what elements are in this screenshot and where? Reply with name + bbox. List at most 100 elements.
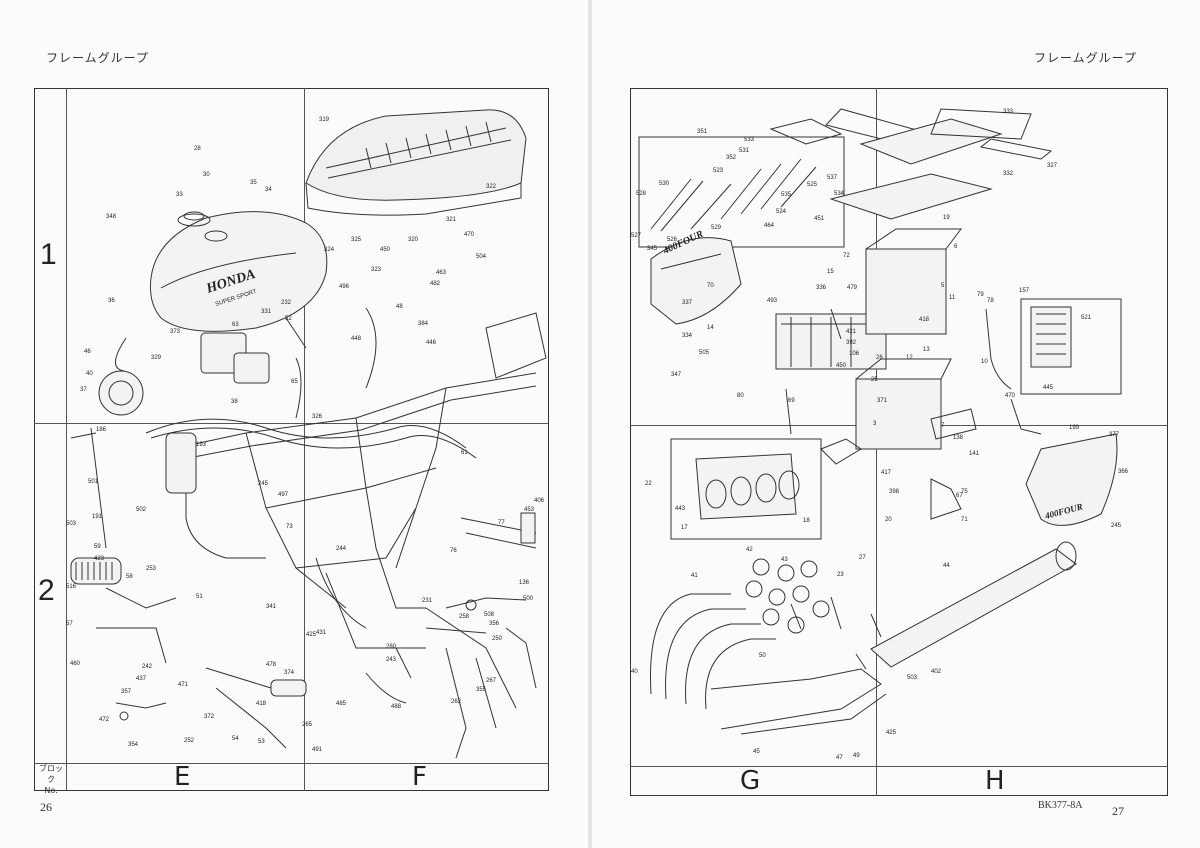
- part-callout: 40: [631, 669, 638, 675]
- part-callout: 3: [873, 421, 877, 427]
- part-callout: 354: [128, 742, 139, 748]
- part-callout: 431: [316, 630, 327, 636]
- part-callout: 252: [184, 738, 195, 744]
- part-callout: 524: [776, 209, 787, 215]
- part-callout: 525: [807, 182, 818, 188]
- part-callout: 533: [744, 137, 755, 143]
- part-callout: 280: [386, 644, 397, 650]
- part-callout: 437: [136, 676, 147, 682]
- part-callout: 345: [647, 246, 658, 252]
- part-callout: 13: [923, 347, 930, 353]
- part-callout: 485: [336, 701, 347, 707]
- collar-drawing: [745, 558, 830, 634]
- part-callout: 27: [859, 555, 866, 561]
- part-callout: 482: [430, 281, 441, 287]
- column-label-g: G: [740, 766, 761, 796]
- part-callout: 38: [231, 399, 238, 405]
- part-callout: 333: [1003, 109, 1014, 115]
- part-callout: 348: [106, 214, 117, 220]
- block-label: ブロック No.: [36, 763, 66, 796]
- left-row-divider: [34, 423, 549, 424]
- part-callout: 61: [461, 450, 468, 456]
- part-callout: 191: [92, 514, 103, 520]
- left-page-number: 26: [40, 800, 52, 814]
- part-callout: 70: [707, 283, 714, 289]
- part-callout: 463: [436, 270, 447, 276]
- left-page-header: フレームグループ: [46, 51, 149, 65]
- part-callout: 425: [886, 730, 897, 736]
- part-callout: 446: [426, 340, 437, 346]
- part-callout: 47: [836, 755, 843, 761]
- part-callout: 526: [667, 237, 678, 243]
- part-callout: 372: [204, 714, 215, 720]
- part-callout: 58: [126, 574, 133, 580]
- part-callout: 37: [80, 387, 87, 393]
- part-callout: 73: [286, 524, 293, 530]
- part-callout: 448: [351, 336, 362, 342]
- part-callout: 25: [871, 377, 878, 383]
- part-callout: 493: [767, 298, 778, 304]
- part-callout: 52: [285, 316, 292, 322]
- block-label-line1: ブロック: [39, 764, 63, 784]
- part-callout: 505: [699, 350, 710, 356]
- part-callout: 331: [261, 309, 272, 315]
- part-callout: 19: [943, 215, 950, 221]
- air-cleaner-drawing: [825, 108, 1053, 220]
- part-callout: 138: [953, 435, 964, 441]
- part-callout: 336: [816, 285, 827, 291]
- part-callout: 334: [682, 333, 693, 339]
- part-callout: 445: [1043, 385, 1054, 391]
- part-callout: 36: [108, 298, 115, 304]
- part-callout: 40: [86, 371, 93, 377]
- book-gutter: [588, 0, 592, 848]
- part-callout: 49: [853, 753, 860, 759]
- part-callout: 186: [96, 427, 107, 433]
- left-page: フレームグループ 1 2 ブロック No. E F 26: [0, 0, 589, 848]
- left-footer-divider: [34, 763, 549, 764]
- part-callout: 471: [178, 682, 189, 688]
- part-callout: 450: [380, 247, 391, 253]
- part-callout: 535: [781, 192, 792, 198]
- part-callout: 496: [339, 284, 350, 290]
- part-callout: 243: [386, 657, 397, 663]
- part-callout: 327: [1047, 163, 1058, 169]
- part-callout: 527: [631, 233, 642, 239]
- part-callout: 157: [1019, 288, 1030, 294]
- part-callout: 262: [451, 699, 462, 705]
- part-callout: 11: [949, 295, 956, 301]
- part-callout: 529: [711, 225, 722, 231]
- part-callout: 7: [941, 423, 945, 429]
- part-callout: 141: [969, 451, 980, 457]
- part-callout: 392: [846, 340, 857, 346]
- part-callout: 23: [837, 572, 844, 578]
- part-callout: 71: [961, 517, 968, 523]
- part-callout: 136: [519, 580, 530, 586]
- right-footer-divider: [630, 766, 1168, 767]
- part-callout: 322: [486, 184, 497, 190]
- part-callout: 76: [450, 548, 457, 554]
- part-callout: 250: [492, 636, 503, 642]
- exhaust-drawing: [650, 541, 1077, 735]
- part-callout: 65: [291, 379, 298, 385]
- part-callout: 12: [906, 355, 913, 361]
- part-callout: 423: [94, 556, 105, 562]
- part-callout: 15: [827, 269, 834, 275]
- part-callout: 497: [278, 492, 289, 498]
- frame-drawing: [165, 312, 547, 649]
- part-callout: 232: [281, 300, 292, 306]
- part-callout: 54: [232, 736, 239, 742]
- battery-drawing: [775, 228, 962, 450]
- part-callout: 472: [99, 717, 110, 723]
- part-callout: 14: [707, 325, 714, 331]
- wire-harness-drawing: [145, 307, 477, 459]
- part-callout: 398: [889, 489, 900, 495]
- part-callout: 521: [1081, 315, 1092, 321]
- part-callout: 253: [146, 566, 157, 572]
- part-callout: 44: [943, 563, 950, 569]
- seat-drawing: [305, 109, 527, 216]
- part-callout: 319: [319, 117, 330, 123]
- part-callout: 373: [170, 329, 181, 335]
- part-callout: 193: [196, 442, 207, 448]
- part-callout: 377: [1109, 432, 1120, 438]
- hose-drawing: [785, 308, 1042, 435]
